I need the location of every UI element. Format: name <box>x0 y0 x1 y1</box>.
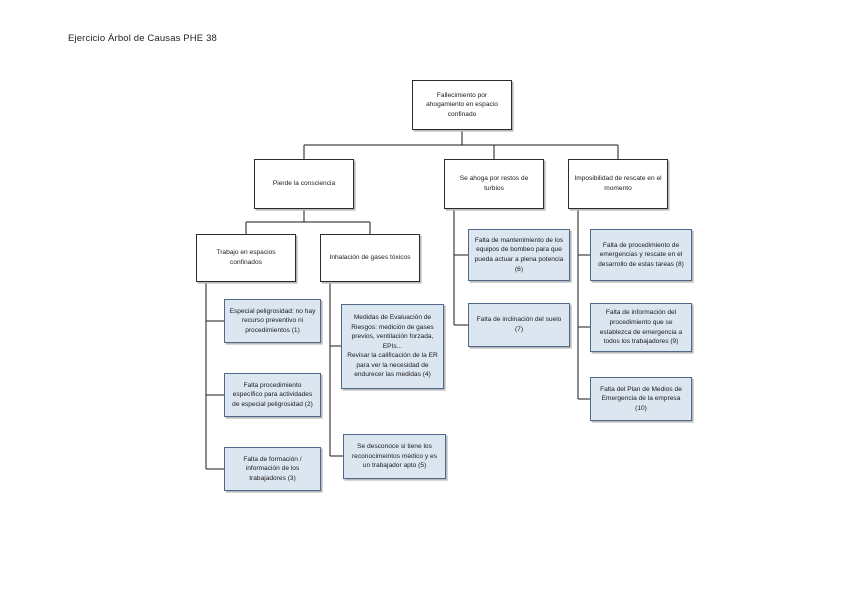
cause-8-procedimiento-emergencias[interactable]: Falta de procedimiento de emergencias y … <box>590 229 692 281</box>
cause-6-mantenimiento-bombeo[interactable]: Falta de mantenimiento de los equipos de… <box>468 229 570 281</box>
cause-7-falta-inclinacion-suelo[interactable]: Falta de inclinación del suelo (7) <box>468 303 570 347</box>
node-root-fallecimiento[interactable]: Fallecimiento por ahogamiento en espacio… <box>412 80 512 130</box>
cause-10-falta-plan-medios-emergencia[interactable]: Falta del Plan de Medios de Emergencia d… <box>590 377 692 421</box>
node-imposibilidad-rescate[interactable]: Imposibilidad de rescate en el momento <box>568 159 668 209</box>
cause-1-especial-peligrosidad[interactable]: Especial peligrosidad: no hay recurso pr… <box>224 299 321 343</box>
cause-9-falta-informacion-procedimiento[interactable]: Falta de información del procedimiento q… <box>590 303 692 352</box>
node-se-ahoga-restos-turbios[interactable]: Se ahoga por restos de turbios <box>444 159 544 209</box>
node-trabajo-espacios-confinados[interactable]: Trabajo en espacios confinados <box>196 234 296 282</box>
cause-3-falta-formacion[interactable]: Falta de formación / información de los … <box>224 447 321 491</box>
node-pierde-consciencia[interactable]: Pierde la consciencia <box>254 159 354 209</box>
cause-4-medidas-evaluacion-riesgos[interactable]: Medidas de Evaluación de Riesgos: medici… <box>341 304 444 389</box>
node-inhalacion-gases-toxicos[interactable]: Inhalación de gases tóxicos <box>320 234 420 282</box>
cause-5-reconocimientos-medicos[interactable]: Se desconoce si tiene los reconocimeinto… <box>343 434 446 479</box>
page-title: Ejercicio Árbol de Causas PHE 38 <box>68 33 217 44</box>
cause-2-falta-procedimiento-especifico[interactable]: Falta procedimiento específico para acti… <box>224 373 321 417</box>
